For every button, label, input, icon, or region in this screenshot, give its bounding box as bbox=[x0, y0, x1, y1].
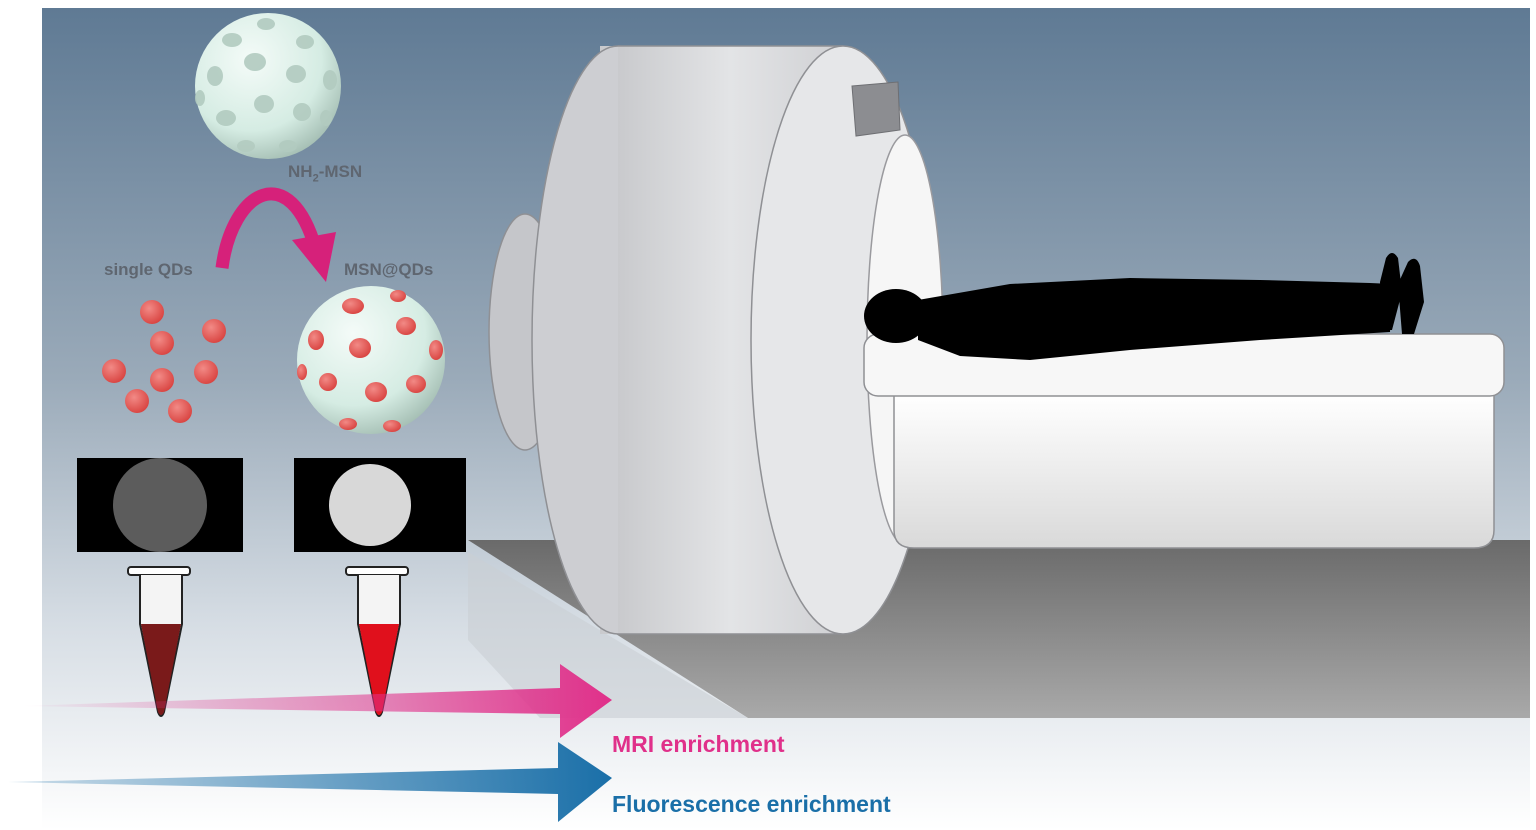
floor-light-wedge bbox=[468, 552, 748, 718]
nh2-msn-subscript: 2 bbox=[312, 172, 319, 185]
table-base bbox=[893, 394, 1495, 549]
nh2-msn-label: NH2-MSN bbox=[288, 162, 362, 184]
patient-table bbox=[863, 333, 1505, 549]
mri-enrichment-arrow bbox=[20, 664, 612, 738]
msn-qds-particle bbox=[297, 286, 445, 434]
nh2-msn-suffix: -MSN bbox=[318, 162, 363, 181]
mri-scanner bbox=[488, 45, 944, 635]
fluorescence-enrichment-label: Fluorescence enrichment bbox=[612, 791, 891, 817]
tube-single-qds bbox=[127, 566, 191, 717]
mri-image-msn-qds bbox=[294, 458, 466, 552]
msn-qds-label: MSN@QDs bbox=[344, 260, 434, 279]
mri-enrichment-label: MRI enrichment bbox=[612, 731, 785, 757]
tube-msn-qds bbox=[345, 566, 409, 717]
mri-image-single-qds bbox=[77, 458, 243, 552]
background-left-margin bbox=[0, 0, 42, 830]
single-qds-cluster bbox=[102, 300, 226, 423]
patient-silhouette bbox=[864, 253, 1424, 360]
curved-conversion-arrow bbox=[215, 187, 336, 282]
fluorescence-enrichment-arrow bbox=[8, 742, 612, 822]
nh2-msn-prefix: NH bbox=[288, 162, 313, 181]
scanner-control-panel bbox=[851, 81, 901, 137]
nh2-msn-particle bbox=[195, 13, 341, 159]
single-qds-label: single QDs bbox=[104, 260, 193, 279]
